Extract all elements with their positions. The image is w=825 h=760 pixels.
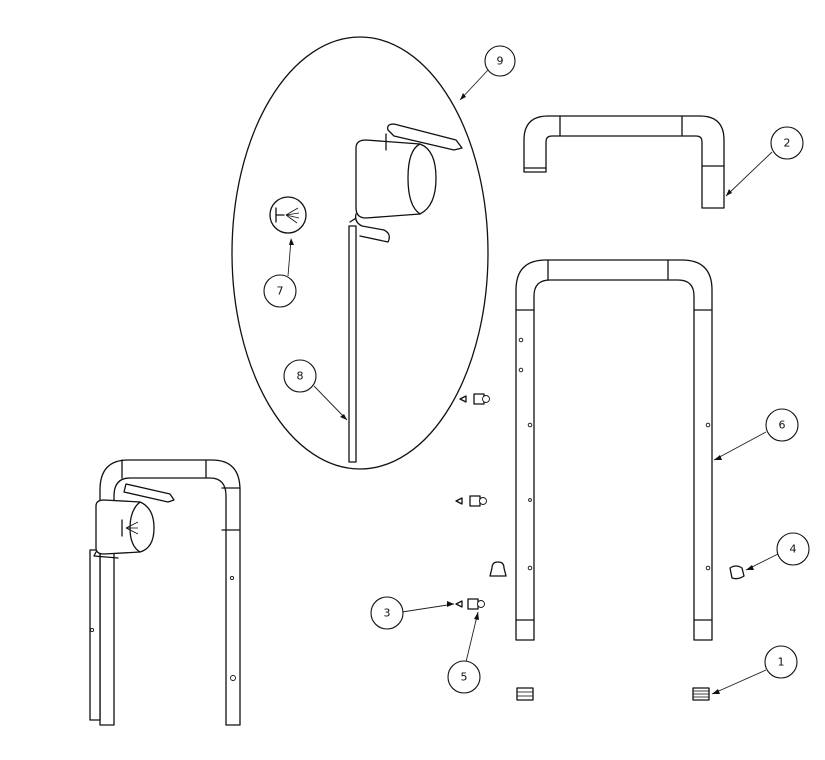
- callout-3-label: 3: [384, 607, 391, 620]
- callout-5-label: 5: [461, 671, 468, 684]
- fastener-set-upper: [459, 393, 490, 405]
- callout-2: 2: [770, 126, 804, 160]
- callout-5: 5: [447, 660, 481, 694]
- callout-7: 7: [263, 274, 297, 308]
- part-4-knob-right: [729, 565, 745, 580]
- callout-7-label: 7: [277, 285, 284, 298]
- part-2-top-bar: [523, 115, 725, 209]
- part-8-wand: [348, 225, 357, 463]
- callout-9-label: 9: [497, 55, 504, 68]
- callout-3: 3: [370, 596, 404, 630]
- callout-4-label: 4: [790, 543, 797, 556]
- callout-4: 4: [776, 532, 810, 566]
- dispenser-head: [349, 123, 463, 243]
- callout-9: 9: [484, 45, 516, 77]
- part-3-part-5-fastener: [455, 598, 485, 610]
- callout-1: 1: [764, 645, 798, 679]
- fastener-set-middle: [455, 495, 487, 507]
- part-1-end-cap-right: [692, 687, 710, 701]
- part-4-knob-left: [489, 561, 507, 577]
- leader-lines: [287, 69, 779, 695]
- callout-6: 6: [765, 408, 799, 442]
- detail-ellipse: [231, 36, 489, 470]
- callout-2-label: 2: [784, 137, 791, 150]
- part-1-end-cap-left: [516, 687, 534, 701]
- part-7-label-disc: [269, 196, 307, 234]
- callout-8-label: 8: [297, 370, 304, 383]
- callout-6-label: 6: [779, 419, 786, 432]
- callout-1-label: 1: [778, 656, 785, 669]
- callout-8: 8: [283, 359, 317, 393]
- assembled-view: [89, 459, 241, 726]
- part-6-main-frame: [515, 259, 713, 641]
